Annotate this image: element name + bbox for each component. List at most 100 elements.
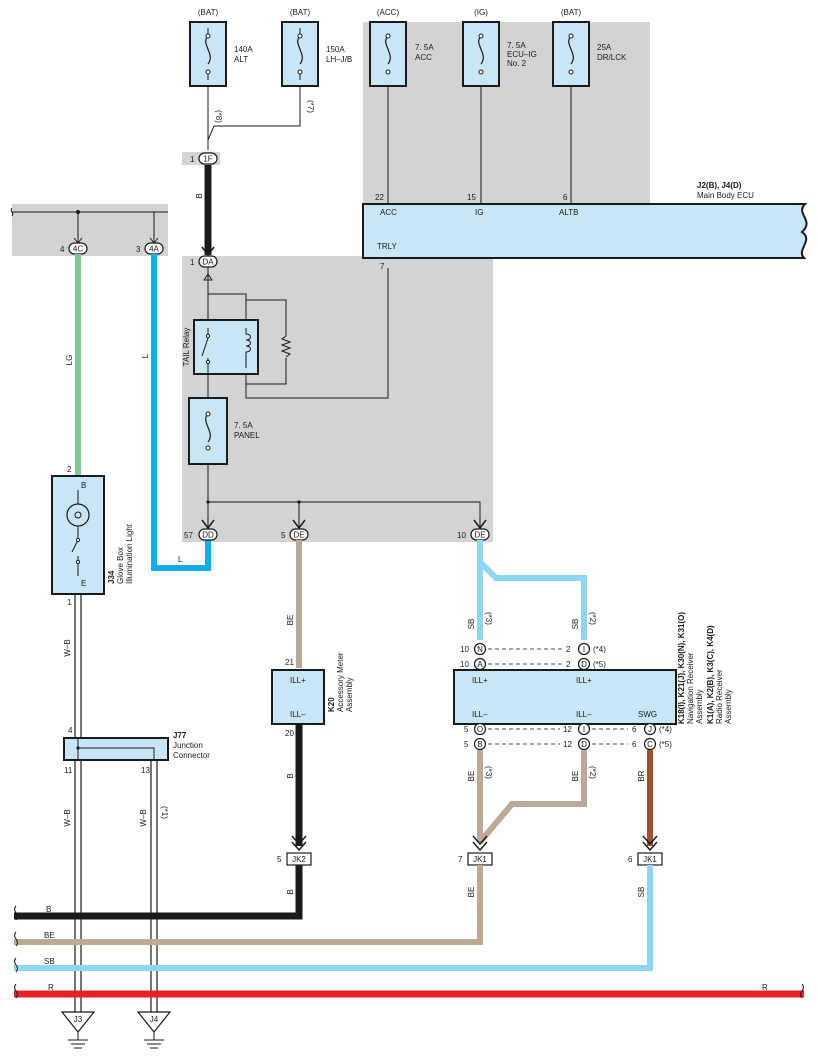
svg-text:K20: K20 [327,697,336,712]
svg-text:BE: BE [44,931,55,940]
svg-text:ACC: ACC [415,53,432,62]
connector-jk1-7: JK1 7 [458,852,493,866]
svg-text:(*5): (*5) [593,660,606,669]
svg-text:D: D [581,740,587,749]
svg-text:(BAT): (BAT) [561,8,582,17]
svg-text:6: 6 [563,193,568,202]
svg-text:(BAT): (BAT) [198,8,219,17]
svg-text:(*4): (*4) [593,645,606,654]
svg-text:PANEL: PANEL [234,431,260,440]
svg-text:JK2: JK2 [292,855,306,864]
connector-de-10: DE 10 [457,528,490,541]
svg-text:K18(I), K21(J), K30(N), K31(O): K18(I), K21(J), K30(N), K31(O) [677,612,686,724]
svg-text:7: 7 [380,262,385,271]
svg-text:2: 2 [67,465,72,474]
svg-text:(*1): (*1) [160,806,169,819]
svg-text:57: 57 [184,531,193,540]
svg-text:Assembly: Assembly [724,689,733,724]
svg-text:C: C [647,740,653,749]
svg-text:Radio Receiver: Radio Receiver [715,669,724,724]
svg-text:6: 6 [632,725,637,734]
svg-text:13: 13 [141,766,150,775]
j77-junction-connector: 4 J77 Junction Connector 11 13 [63,726,210,775]
svg-text:2: 2 [566,660,571,669]
svg-text:BE: BE [571,771,580,782]
svg-text:(*7): (*7) [306,100,315,113]
svg-text:I: I [583,725,585,734]
svg-text:(*5): (*5) [659,740,672,749]
svg-text:LG: LG [65,355,74,366]
svg-text:25A: 25A [597,43,612,52]
svg-text:Junction: Junction [173,741,203,750]
svg-text:SWG: SWG [638,710,657,719]
svg-text:20: 20 [285,729,294,738]
svg-text:DA: DA [202,258,214,267]
svg-text:ECU–IG: ECU–IG [507,50,537,59]
svg-text:22: 22 [375,193,384,202]
svg-text:SB: SB [44,957,55,966]
fuse-alt: (BAT) 140A ALT [189,8,253,87]
svg-text:1: 1 [190,155,195,164]
svg-text:W–B: W–B [139,809,148,826]
svg-text:JK1: JK1 [473,855,487,864]
svg-text:4: 4 [68,726,73,735]
svg-text:4C: 4C [73,245,83,254]
connector-4c: 4C 4 [10,207,168,255]
svg-text:E: E [81,579,86,588]
svg-text:5: 5 [464,725,469,734]
main-body-ecu: J2(B), J4(D) Main Body ECU 22 ACC 15 IG … [362,181,808,271]
svg-text:4: 4 [60,245,65,254]
connector-jk2: JK2 5 [277,852,312,866]
svg-text:J: J [648,725,652,734]
svg-text:ALT: ALT [234,55,248,64]
svg-text:K1(A), K2(B), K3(C), K4(D): K1(A), K2(B), K3(C), K4(D) [706,625,715,724]
svg-text:(*4): (*4) [659,725,672,734]
svg-text:J3: J3 [74,1015,83,1024]
svg-text:5: 5 [277,855,282,864]
svg-text:D: D [581,660,587,669]
svg-text:ILL–: ILL– [472,710,488,719]
svg-text:BE: BE [467,887,476,898]
svg-text:Navigation Receiver: Navigation Receiver [686,652,695,724]
svg-text:4A: 4A [149,245,159,254]
svg-text:TAIL Relay: TAIL Relay [182,328,191,367]
svg-text:B: B [286,773,295,778]
k20-accessory-meter: 21 ILL+ ILL– 20 K20 Accessory Meter Asse… [271,652,354,738]
svg-text:7. 5A: 7. 5A [415,43,434,52]
fuse-lhjb: (BAT) 150A LH–J/B [281,8,352,87]
relay-block-shade [182,256,493,542]
upper-left-shade [12,204,168,256]
connector-jk1-6: JK1 6 [628,852,663,866]
fuse-drlck: (BAT) 25A DR/LCK [552,8,627,87]
svg-text:1F: 1F [203,155,212,164]
svg-text:(*2): (*2) [588,766,597,779]
svg-text:R: R [48,983,54,992]
svg-text:10: 10 [460,645,469,654]
svg-text:(ACC): (ACC) [377,8,400,17]
svg-text:SB: SB [571,619,580,630]
svg-text:15: 15 [467,193,476,202]
svg-text:W–B: W–B [63,639,72,656]
svg-text:3: 3 [136,245,141,254]
svg-text:ACC: ACC [380,208,397,217]
svg-text:Assembly: Assembly [695,689,704,724]
connector-1f: 1F 1 [182,152,220,165]
svg-text:B: B [81,481,86,490]
svg-text:BE: BE [467,771,476,782]
svg-text:B: B [195,193,204,198]
svg-text:6: 6 [632,740,637,749]
svg-text:J4: J4 [150,1015,159,1024]
svg-text:ILL+: ILL+ [576,676,592,685]
junction-block-shade [363,22,650,204]
svg-text:B: B [477,740,482,749]
svg-text:SB: SB [467,619,476,630]
svg-text:Illumination Light: Illumination Light [125,523,134,584]
svg-text:(*8): (*8) [214,110,223,123]
svg-text:J77: J77 [173,731,187,740]
svg-text:ILL–: ILL– [576,710,592,719]
svg-text:L: L [178,555,183,564]
svg-text:150A: 150A [326,45,345,54]
svg-text:1: 1 [67,598,72,607]
svg-text:ILL–: ILL– [290,710,306,719]
svg-text:B: B [286,889,295,894]
